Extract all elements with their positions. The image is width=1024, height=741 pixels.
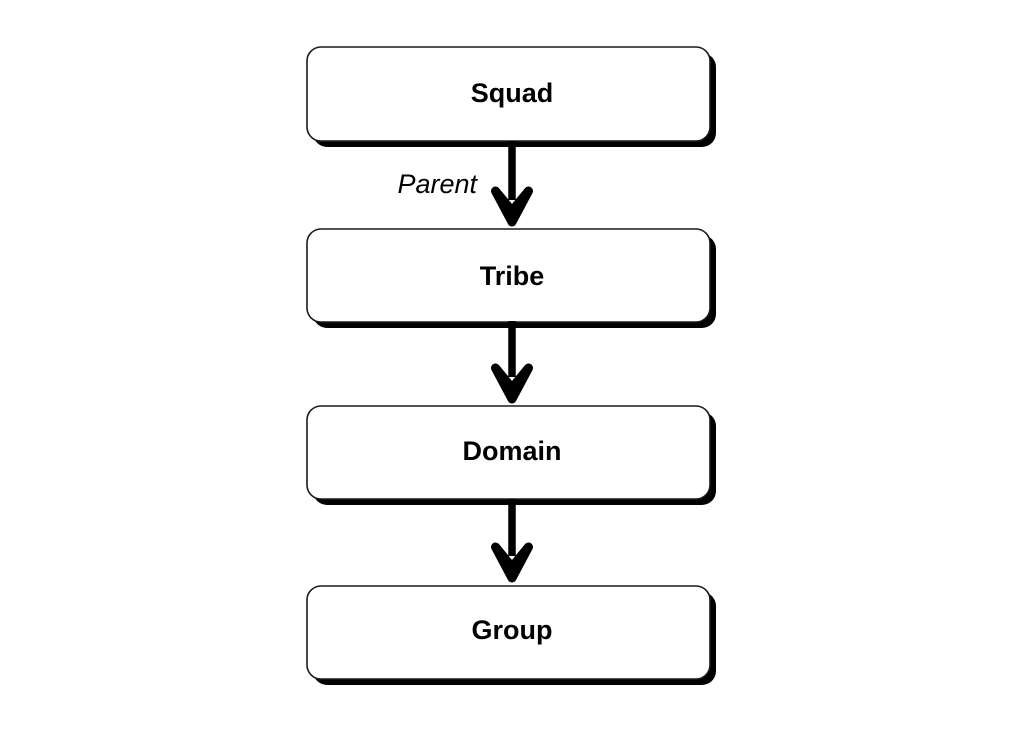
edge-domain-to-group [496, 499, 529, 578]
edge-label-parent: Parent [397, 169, 478, 199]
edge-tribe-to-domain [496, 321, 529, 399]
node-squad-label: Squad [471, 78, 554, 108]
node-domain[interactable]: Domain [306, 405, 716, 505]
node-group[interactable]: Group [306, 585, 716, 685]
node-group-label: Group [472, 615, 553, 645]
node-tribe[interactable]: Tribe [306, 228, 716, 328]
node-tribe-label: Tribe [480, 261, 545, 291]
edge-squad-to-tribe [496, 141, 529, 222]
node-squad[interactable]: Squad [306, 46, 716, 147]
node-group-box[interactable] [306, 585, 711, 680]
node-domain-label: Domain [462, 436, 561, 466]
